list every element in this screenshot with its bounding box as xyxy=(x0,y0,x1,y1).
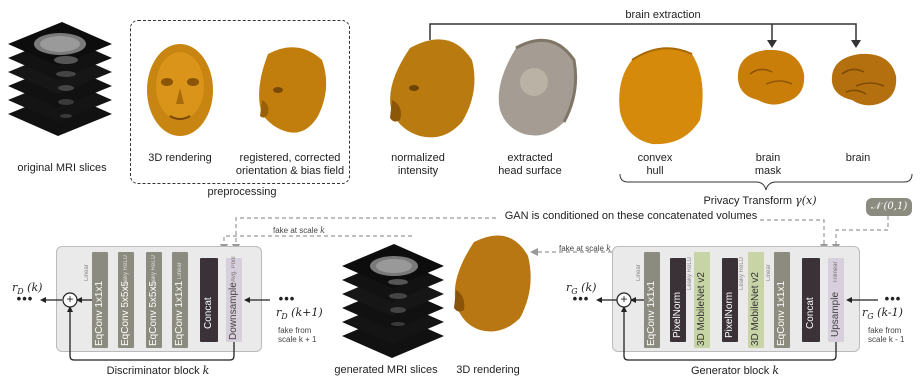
gen-input-note: fake from scale k - 1 xyxy=(868,326,922,344)
gen-block-title: Generator block k xyxy=(670,364,800,378)
gen-input-arg: (k-1) xyxy=(874,306,903,319)
gen-title-text: Generator block xyxy=(691,365,772,377)
gen-output-label: rG (k) xyxy=(566,281,616,298)
gen-input-ellipsis: ••• xyxy=(878,292,908,305)
gen-title-k: k xyxy=(772,364,779,377)
gen-output-arg: (k) xyxy=(578,281,597,294)
gen-input-label: rG (k-1) xyxy=(862,306,922,323)
gen-plus-symbol: + xyxy=(617,293,631,306)
